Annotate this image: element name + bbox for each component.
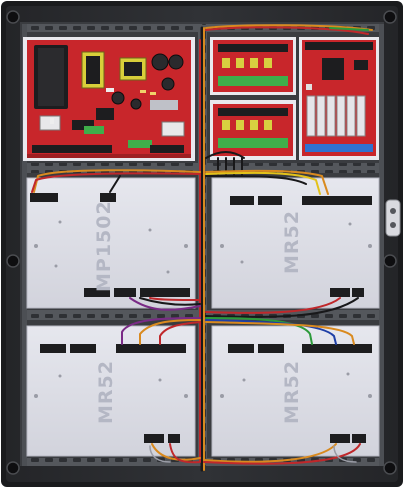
input-module-upper (210, 37, 296, 95)
mr52-board-top-right: MR52 (211, 177, 380, 309)
mr52-bottom-right-label: MR52 (281, 360, 303, 424)
mr52-bottom-left-label: MR52 (95, 360, 117, 424)
right-side-rail (379, 24, 384, 466)
input-module-lower (210, 100, 296, 160)
mr52-board-bottom-left: MR52 (26, 325, 196, 457)
controller-board: MP1502 (26, 177, 196, 309)
controller-board-label: MP1502 (93, 200, 115, 292)
door-latch (385, 199, 401, 237)
mr52-board-bottom-right: MR52 (211, 325, 380, 457)
wiring-harness (31, 24, 373, 472)
relay-module (299, 37, 379, 160)
mounting-holes (6, 10, 397, 475)
left-side-rail (22, 24, 27, 466)
mr52-top-right-label: MR52 (281, 210, 303, 274)
power-supply-board (23, 37, 195, 161)
